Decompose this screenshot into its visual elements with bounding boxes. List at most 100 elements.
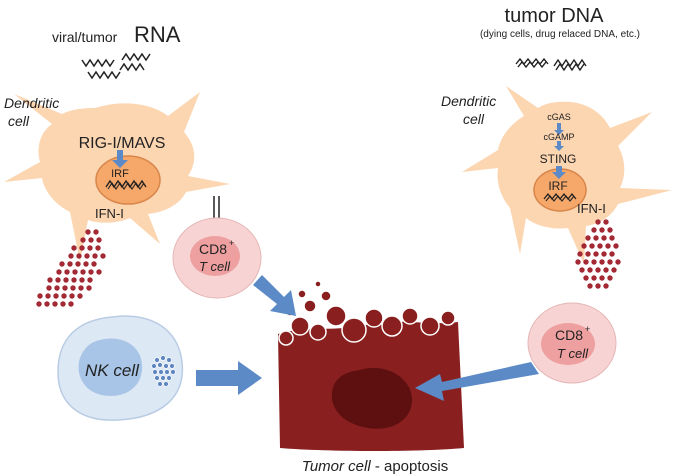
- cytokine-dot: [64, 269, 70, 275]
- cytokine-dot: [583, 259, 589, 265]
- right-tcell-nucleus: [541, 323, 595, 365]
- apoptotic-bleb: [364, 308, 384, 328]
- tumor-cell: [278, 280, 464, 451]
- cytokine-dot: [589, 243, 595, 249]
- tumor-cell-caption: Tumor cell - apoptosis: [302, 458, 448, 474]
- nk-granule: [151, 363, 157, 369]
- nk-granule: [157, 362, 163, 368]
- right-dendritic-cell: [462, 86, 672, 264]
- right-tcell-label: T cell: [557, 346, 589, 361]
- cytokine-dot: [80, 237, 86, 243]
- nk-cell-granules: [151, 355, 176, 387]
- cytokine-dot: [591, 259, 597, 265]
- nk-granule: [163, 363, 169, 369]
- cgas-to-cgamp-arrow-icon: [554, 123, 564, 135]
- right-dc-label-line1: Dendritic: [441, 93, 496, 109]
- nk-granule: [163, 381, 169, 387]
- dna-subtitle: (dying cells, drug relaced DNA, etc.): [480, 29, 640, 40]
- left-ifn-cytokine-dots: [36, 229, 106, 307]
- cytokine-dot: [88, 269, 94, 275]
- apoptotic-bleb: [314, 280, 322, 288]
- right-irf-label: IRF: [548, 179, 567, 193]
- cytokine-dot: [100, 253, 106, 259]
- cytokine-dot: [577, 251, 583, 257]
- left-dc-nucleus-dna-icon: [105, 179, 147, 189]
- nk-granule: [169, 363, 175, 369]
- cytokine-dot: [96, 269, 102, 275]
- cytokine-dot: [593, 235, 599, 241]
- cytokine-dot: [76, 253, 82, 259]
- cytokine-dot: [79, 245, 85, 251]
- apoptotic-bleb: [381, 315, 403, 337]
- nk-to-tumor-arrow-icon: [196, 361, 262, 395]
- cytokine-dot: [593, 251, 599, 257]
- left-cd8-superscript: +: [229, 238, 234, 248]
- apoptotic-bleb: [325, 305, 347, 327]
- tumor-cell-caption-rest: - apoptosis: [371, 458, 449, 474]
- cytokine-dot: [599, 275, 605, 281]
- rna-label-main: RNA: [134, 22, 181, 47]
- cytokine-dot: [86, 285, 92, 291]
- cytokine-dot: [93, 229, 99, 235]
- left-tcell-nucleus: [190, 236, 240, 276]
- left-dc-nucleus-dna-icon-2: [107, 182, 145, 190]
- tcell-to-tumor-arrow-icon: [253, 275, 296, 316]
- apoptotic-bleb: [320, 290, 332, 302]
- cytokine-dot: [59, 261, 65, 267]
- cytokine-dot: [77, 293, 83, 299]
- sting-label: STING: [540, 152, 577, 166]
- cytokine-dot: [601, 251, 607, 257]
- cytokine-dot: [587, 267, 593, 273]
- cytokine-dot: [579, 267, 585, 273]
- cytokine-dot: [585, 235, 591, 241]
- cytokine-dot: [605, 243, 611, 249]
- right-dc-nucleus-dna-icon-2: [545, 195, 575, 202]
- cytokine-dot: [601, 235, 607, 241]
- cytokine-dot: [83, 261, 89, 267]
- cytokine-dot: [70, 285, 76, 291]
- cytokine-dot: [591, 227, 597, 233]
- left-dendritic-cell: [4, 92, 230, 262]
- dna-strands-icon: [515, 57, 587, 72]
- apoptotic-bleb: [278, 330, 294, 346]
- apoptotic-bleb: [401, 307, 419, 325]
- cytokine-dot: [91, 261, 97, 267]
- apoptotic-bleb: [309, 323, 327, 341]
- cytokine-dot: [84, 253, 90, 259]
- cytokine-dot: [595, 283, 601, 289]
- cytokine-dot: [79, 277, 85, 283]
- cytokine-dot: [599, 259, 605, 265]
- left-tcell-label: T cell: [199, 259, 231, 274]
- nk-granule: [152, 369, 158, 375]
- rna-label-prefix: viral/tumor: [52, 29, 118, 45]
- cytokine-dot: [583, 275, 589, 281]
- cytokine-dot: [607, 275, 613, 281]
- cytokine-dot: [36, 301, 42, 307]
- cytokine-dot: [591, 275, 597, 281]
- right-ifn-label: IFN-I: [577, 201, 606, 216]
- cytokine-dot: [68, 253, 74, 259]
- nk-granule: [154, 375, 160, 381]
- cytokine-dot: [71, 245, 77, 251]
- cytokine-dot: [599, 227, 605, 233]
- nk-granule: [160, 375, 166, 381]
- apoptotic-bleb: [420, 316, 440, 336]
- cytokine-dot: [585, 251, 591, 257]
- cytokine-dot: [75, 261, 81, 267]
- cytokine-dot: [52, 301, 58, 307]
- cytokine-dot: [69, 293, 75, 299]
- cytokine-dot: [80, 269, 86, 275]
- cytokine-dot: [72, 269, 78, 275]
- cytokine-dot: [607, 259, 613, 265]
- apoptotic-bleb: [303, 299, 317, 313]
- cytokine-dot: [603, 283, 609, 289]
- cytokine-dot: [54, 285, 60, 291]
- apoptotic-bleb: [297, 289, 307, 299]
- cytokine-dot: [53, 293, 59, 299]
- nk-granule: [164, 369, 170, 375]
- cytokine-dot: [71, 277, 77, 283]
- apoptotic-bleb: [440, 310, 456, 326]
- cytokine-dot: [92, 253, 98, 259]
